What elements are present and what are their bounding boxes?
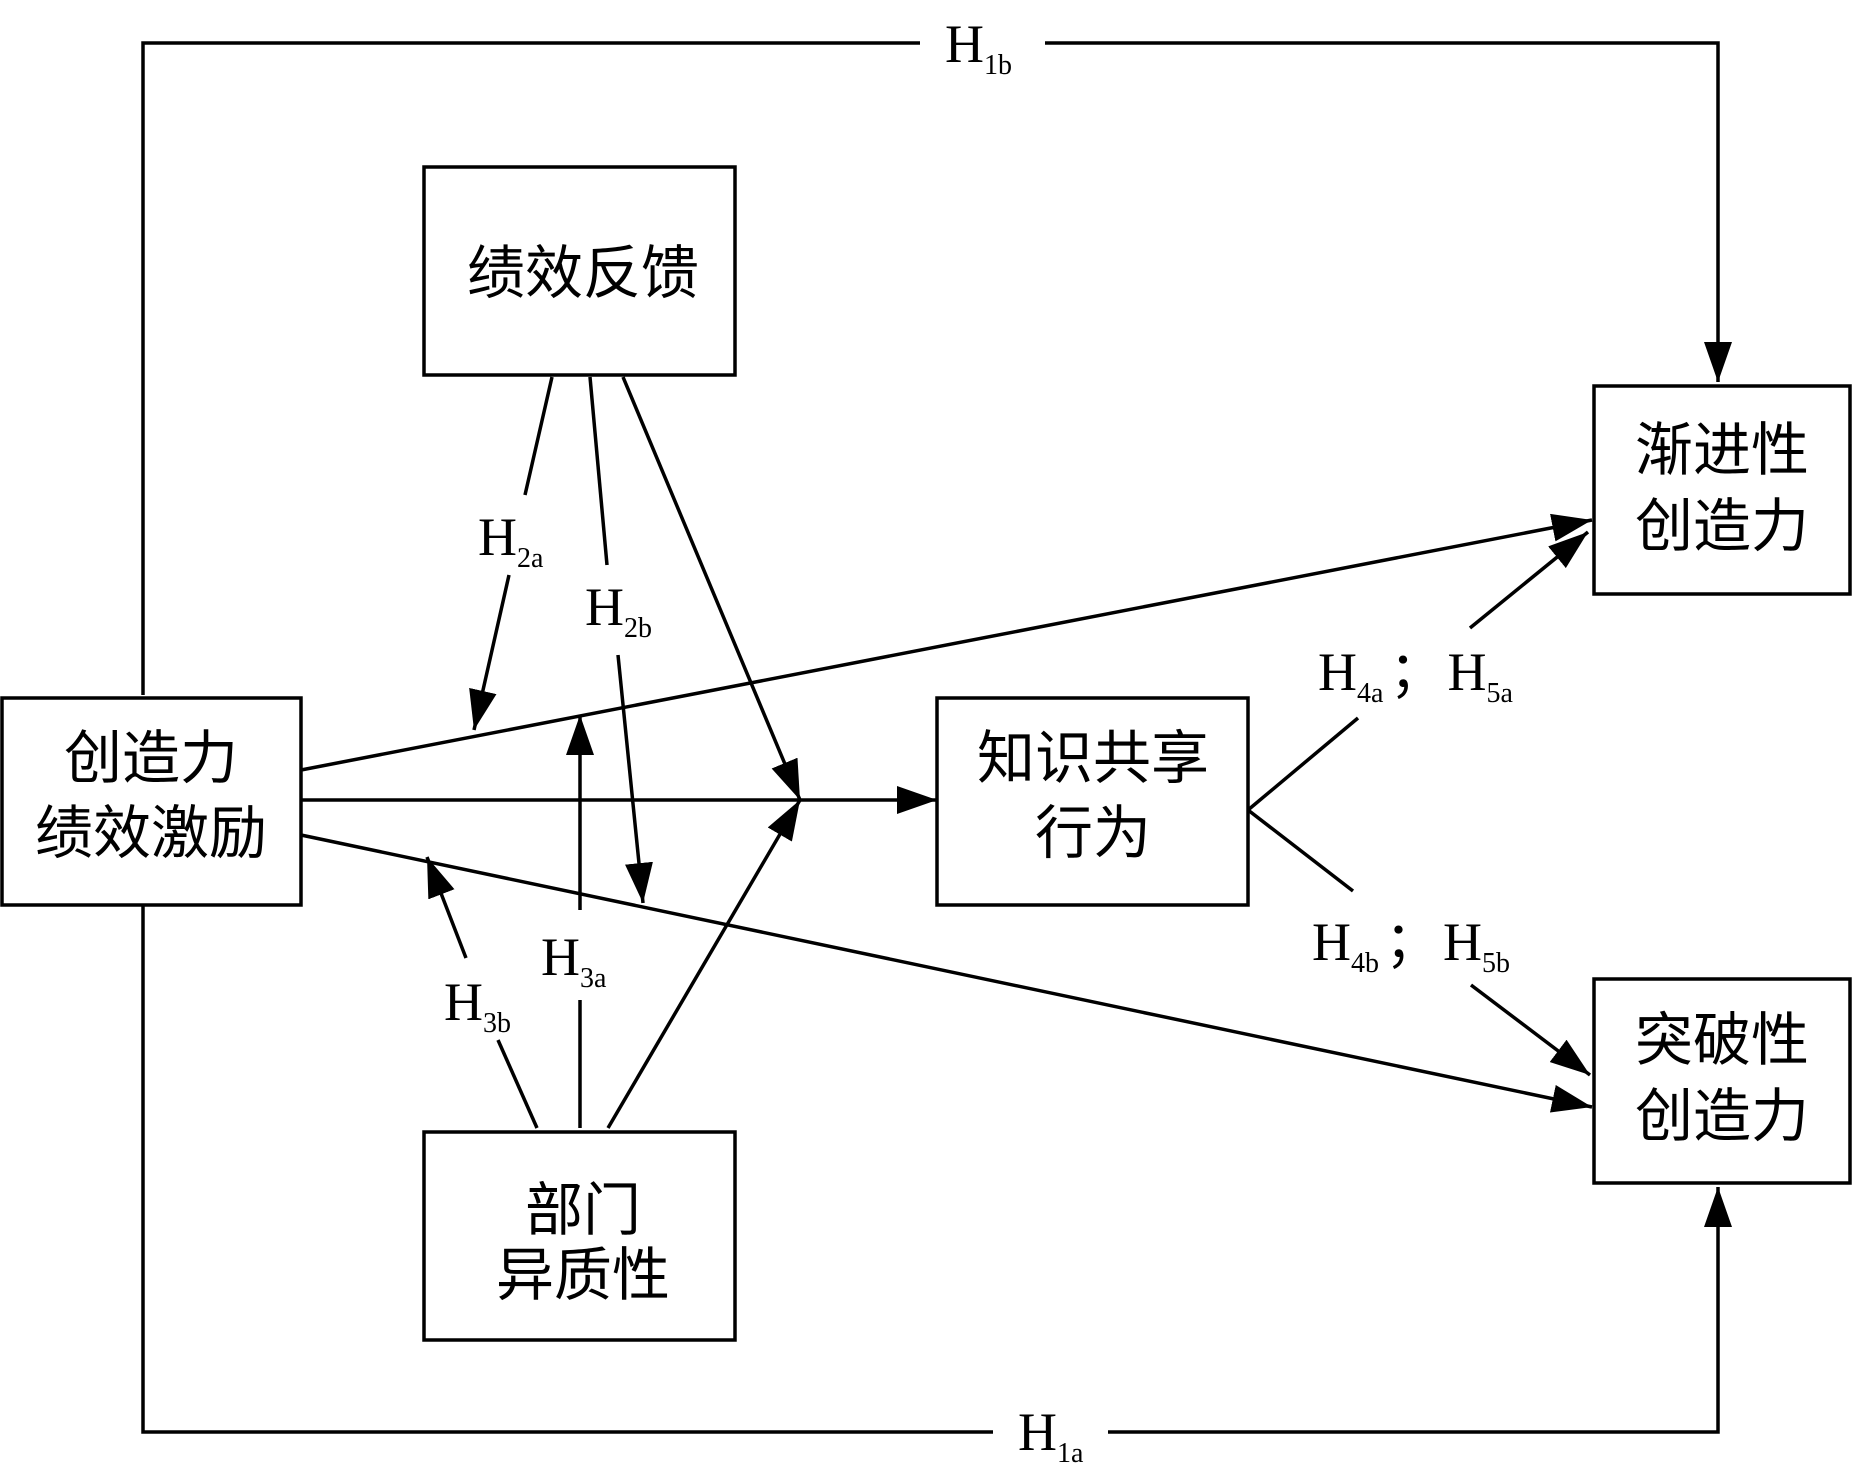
node-department-heterogeneity-line2: 异质性 <box>496 1241 670 1309</box>
label-h5b-sub: 5b <box>1482 948 1510 979</box>
node-knowledge-sharing-line2: 行为 <box>1035 799 1151 867</box>
label-h4b-h5b: H4b；H5b <box>1312 912 1510 979</box>
path-h4b-h5b <box>1246 808 1592 1077</box>
label-h5a-sub: 5a <box>1486 678 1513 709</box>
node-knowledge-sharing-line1: 知识共享 <box>977 724 1209 792</box>
node-performance-feedback-line1: 绩效反馈 <box>467 239 699 307</box>
node-incremental-creativity-line1: 渐进性 <box>1635 416 1809 484</box>
path-heterogeneity-to-mediation <box>606 799 802 1129</box>
label-h1b-sub: 1b <box>984 50 1012 81</box>
node-radical-creativity: 突破性 创造力 <box>1592 977 1852 1185</box>
path-h3b <box>425 856 539 1129</box>
label-h1b: H1b <box>920 10 1045 81</box>
label-h4a-sub: 4a <box>1357 678 1384 709</box>
path-incentive-to-incremental <box>300 513 1593 772</box>
label-h1b-main: H <box>945 14 984 74</box>
label-h3b-main: H <box>444 972 483 1032</box>
path-h2b <box>588 376 653 904</box>
node-department-heterogeneity-line1: 部门 <box>525 1176 641 1244</box>
svg-text:H4b；H5b: H4b；H5b <box>1312 912 1510 979</box>
path-h1b <box>141 41 1732 695</box>
node-incremental-creativity-line2: 创造力 <box>1635 492 1809 560</box>
node-knowledge-sharing: 知识共享 行为 <box>935 696 1250 907</box>
node-performance-incentive-line1: 创造力 <box>64 724 238 792</box>
node-incremental-creativity: 渐进性 创造力 <box>1592 384 1852 596</box>
label-h2b-main: H <box>585 577 624 637</box>
svg-text:H2a: H2a <box>478 507 544 574</box>
label-h5b-main: H <box>1443 912 1482 972</box>
label-h1a-sub: 1a <box>1057 1438 1084 1469</box>
node-radical-creativity-line2: 创造力 <box>1635 1082 1809 1150</box>
label-h1a-main: H <box>1018 1402 1057 1462</box>
label-h1a: H1a <box>993 1400 1108 1469</box>
node-performance-incentive: 创造力 绩效激励 <box>0 696 303 907</box>
svg-text:H4a；H5a: H4a；H5a <box>1318 642 1513 709</box>
node-radical-creativity-line1: 突破性 <box>1635 1006 1809 1074</box>
label-h3a: H3a <box>541 927 607 994</box>
node-performance-feedback: 绩效反馈 <box>422 165 737 377</box>
label-h2a-main: H <box>478 507 517 567</box>
svg-text:H1b: H1b <box>945 14 1012 81</box>
label-h5a-main: H <box>1447 642 1486 702</box>
path-feedback-to-mediation <box>621 376 802 801</box>
path-h2a <box>469 376 554 731</box>
node-department-heterogeneity: 部门 异质性 <box>422 1130 737 1342</box>
label-h2a: H2a <box>478 507 544 574</box>
label-h3a-sub: 3a <box>580 963 607 994</box>
label-h4a-h5a-separator: ； <box>1389 642 1443 702</box>
label-h4b-main: H <box>1312 912 1351 972</box>
svg-text:H3a: H3a <box>541 927 607 994</box>
path-incentive-to-radical <box>300 833 1593 1113</box>
label-h3a-main: H <box>541 927 580 987</box>
path-h4a-h5a <box>1246 530 1590 812</box>
path-h1a <box>141 905 1732 1434</box>
node-performance-incentive-line2: 绩效激励 <box>35 799 267 867</box>
label-h3b: H3b <box>444 972 511 1039</box>
label-h4b-sub: 4b <box>1351 948 1379 979</box>
svg-text:H3b: H3b <box>444 972 511 1039</box>
label-h2a-sub: 2a <box>517 543 544 574</box>
label-h2b: H2b <box>585 577 652 644</box>
label-h2b-sub: 2b <box>624 613 652 644</box>
label-h4b-h5b-separator: ； <box>1385 912 1439 972</box>
label-h3b-sub: 3b <box>483 1008 511 1039</box>
label-h4a-h5a: H4a；H5a <box>1318 642 1513 709</box>
svg-text:H1a: H1a <box>1018 1402 1084 1469</box>
label-h4a-main: H <box>1318 642 1357 702</box>
svg-text:H2b: H2b <box>585 577 652 644</box>
